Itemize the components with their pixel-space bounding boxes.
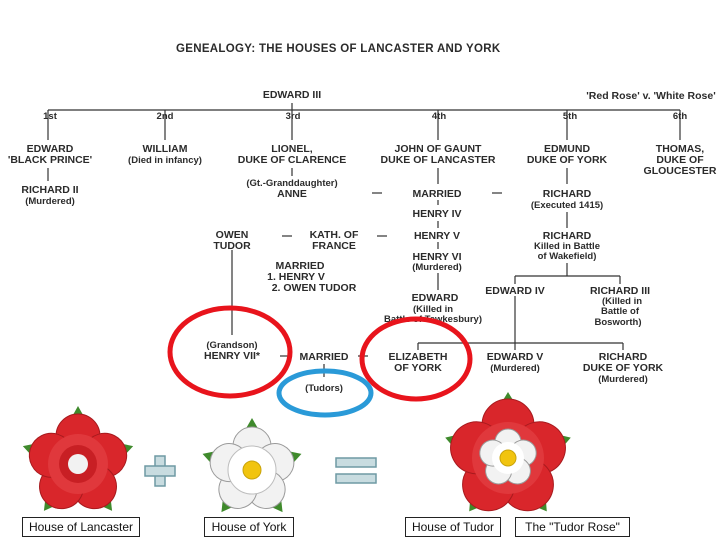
svg-text:JOHN OF GAUNT: JOHN OF GAUNT — [395, 143, 483, 155]
person-elizabeth-of-york: ELIZABETH OF YORK — [389, 351, 448, 374]
svg-text:ELIZABETH: ELIZABETH — [389, 351, 448, 363]
person-lionel: LIONEL, DUKE OF CLARENCE — [238, 143, 347, 166]
svg-text:HENRY VI: HENRY VI — [412, 251, 461, 263]
tudor-rose-icon — [445, 392, 571, 512]
person-edward-iv: EDWARD IV — [485, 285, 545, 297]
tudors-label: (Tudors) — [305, 383, 343, 394]
highlight-circle-henry-vii — [167, 305, 293, 399]
person-richard-wakefield: RICHARD Killed in Battle of Wakefield) — [534, 230, 600, 262]
svg-text:TUDOR: TUDOR — [213, 240, 251, 252]
svg-text:(Murdered): (Murdered) — [25, 196, 75, 207]
person-john-of-gaunt: JOHN OF GAUNT DUKE OF LANCASTER — [381, 143, 496, 166]
svg-text:DUKE OF LANCASTER: DUKE OF LANCASTER — [381, 154, 496, 166]
svg-text:OF YORK: OF YORK — [394, 362, 442, 374]
svg-text:(Killed in: (Killed in — [413, 304, 453, 315]
svg-text:Battle of: Battle of — [601, 306, 640, 317]
svg-text:FRANCE: FRANCE — [312, 240, 356, 252]
root-edward-iii: EDWARD III — [263, 89, 321, 101]
svg-text:(Murdered): (Murdered) — [412, 262, 462, 273]
person-henry-vi: HENRY VI (Murdered) — [412, 251, 462, 273]
person-henry-iv: HENRY IV — [412, 208, 461, 220]
svg-text:(Murdered): (Murdered) — [598, 374, 648, 385]
married-label: MARRIED — [300, 351, 349, 363]
caption-house-of-york: House of York — [204, 517, 294, 537]
svg-text:(Gt.-Granddaughter): (Gt.-Granddaughter) — [246, 178, 337, 189]
highlight-circle-tudors — [276, 368, 374, 418]
chart-title: GENEALOGY: THE HOUSES OF LANCASTER AND Y… — [176, 43, 501, 55]
svg-text:Killed in Battle: Killed in Battle — [534, 241, 600, 252]
svg-text:EDWARD V: EDWARD V — [487, 351, 544, 363]
equals-icon — [335, 457, 377, 484]
svg-text:(Died in infancy): (Died in infancy) — [128, 155, 202, 166]
person-henry-vii: (Grandson) HENRY VII* — [204, 340, 261, 362]
svg-text:RICHARD II: RICHARD II — [21, 184, 78, 196]
svg-text:RICHARD III: RICHARD III — [590, 285, 650, 297]
svg-text:RICHARD: RICHARD — [599, 351, 648, 363]
person-richard-executed: RICHARD (Executed 1415) — [531, 188, 603, 211]
svg-text:OWEN: OWEN — [216, 229, 249, 241]
person-richard-iii: RICHARD III (Killed in Battle of Boswort… — [590, 285, 650, 328]
svg-text:LIONEL,: LIONEL, — [271, 143, 312, 155]
person-anne: (Gt.-Granddaughter) ANNE — [246, 178, 337, 200]
person-edward-black-prince: EDWARD 'BLACK PRINCE' — [8, 143, 92, 166]
svg-text:EDWARD: EDWARD — [412, 292, 459, 304]
svg-text:of Wakefield): of Wakefield) — [538, 251, 597, 262]
person-thomas: THOMAS, DUKE OF GLOUCESTER — [644, 143, 717, 177]
person-richard-duke-of-york: RICHARD DUKE OF YORK (Murdered) — [583, 351, 664, 385]
svg-text:(Grandson): (Grandson) — [206, 340, 257, 351]
caption-house-of-lancaster: House of Lancaster — [22, 517, 140, 537]
svg-text:'BLACK PRINCE': 'BLACK PRINCE' — [8, 154, 92, 166]
svg-text:2. OWEN TUDOR: 2. OWEN TUDOR — [272, 282, 357, 294]
svg-text:(Killed in: (Killed in — [602, 296, 642, 307]
svg-text:(Murdered): (Murdered) — [490, 363, 540, 374]
order-label: 3rd — [286, 111, 301, 122]
plus-icon — [144, 455, 176, 487]
svg-text:DUKE OF YORK: DUKE OF YORK — [583, 362, 664, 374]
svg-text:HENRY VII*: HENRY VII* — [204, 350, 261, 362]
person-kath-of-france: KATH. OF FRANCE — [310, 229, 359, 252]
highlight-circle-elizabeth — [359, 316, 473, 402]
svg-text:1. HENRY V: 1. HENRY V — [267, 271, 325, 283]
caption-house-of-tudor: House of Tudor — [405, 517, 501, 537]
svg-text:THOMAS,: THOMAS, — [656, 143, 704, 155]
person-owen-tudor: OWEN TUDOR — [213, 229, 251, 252]
svg-text:KATH. OF: KATH. OF — [310, 229, 359, 241]
person-william: WILLIAM (Died in infancy) — [128, 143, 202, 166]
svg-text:(Executed 1415): (Executed 1415) — [531, 200, 603, 211]
order-label: 1st — [43, 111, 58, 122]
svg-text:RICHARD: RICHARD — [543, 188, 592, 200]
svg-text:RICHARD: RICHARD — [543, 230, 592, 242]
sons-order: 1st 2nd 3rd 4th 5th 6th — [43, 111, 687, 122]
married-label: MARRIED — [413, 188, 462, 200]
svg-text:MARRIED: MARRIED — [276, 260, 325, 272]
order-label: 2nd — [157, 111, 174, 122]
svg-text:DUKE OF: DUKE OF — [656, 154, 704, 166]
caption-tudor-rose: The "Tudor Rose" — [515, 517, 630, 537]
svg-text:ANNE: ANNE — [277, 188, 307, 200]
lancaster-red-rose-icon — [22, 406, 134, 511]
kath-marriages: MARRIED 1. HENRY V 2. OWEN TUDOR — [267, 260, 357, 294]
person-henry-v: HENRY V — [414, 230, 460, 242]
person-edmund: EDMUND DUKE OF YORK — [527, 143, 608, 166]
svg-text:WILLIAM: WILLIAM — [143, 143, 188, 155]
svg-text:EDWARD: EDWARD — [27, 143, 74, 155]
svg-text:GLOUCESTER: GLOUCESTER — [644, 165, 717, 177]
svg-text:DUKE OF CLARENCE: DUKE OF CLARENCE — [238, 154, 347, 166]
person-richard-ii: RICHARD II (Murdered) — [21, 184, 78, 207]
order-label: 6th — [673, 111, 687, 122]
order-label: 5th — [563, 111, 577, 122]
tree-lines — [47, 103, 681, 377]
rose-war-label: 'Red Rose' v. 'White Rose' — [586, 90, 715, 102]
order-label: 4th — [432, 111, 446, 122]
svg-text:EDMUND: EDMUND — [544, 143, 590, 155]
svg-text:Bosworth): Bosworth) — [595, 317, 642, 328]
york-white-rose-icon — [202, 418, 302, 513]
person-edward-v: EDWARD V (Murdered) — [487, 351, 544, 374]
svg-text:DUKE OF YORK: DUKE OF YORK — [527, 154, 608, 166]
